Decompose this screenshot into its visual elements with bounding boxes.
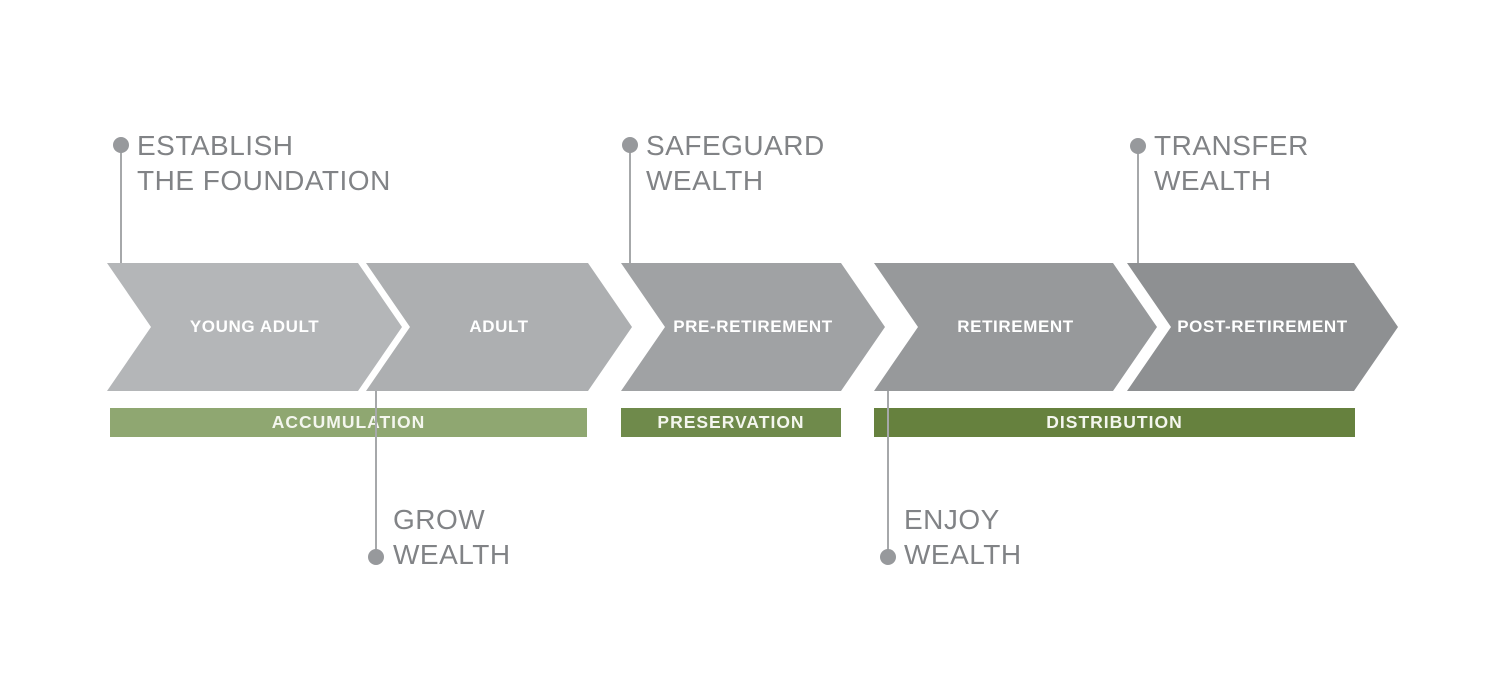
callout-text: ESTABLISH THE FOUNDATION xyxy=(137,128,391,198)
phase-bar-distribution: DISTRIBUTION xyxy=(874,408,1355,437)
callout-text: SAFEGUARD WEALTH xyxy=(646,128,825,198)
callout-text-line2: WEALTH xyxy=(646,165,764,196)
phase-label: ACCUMULATION xyxy=(271,412,426,432)
callout-text: ENJOY WEALTH xyxy=(904,502,1022,572)
callout-text-line1: ENJOY xyxy=(904,504,1000,535)
callout-text-line2: WEALTH xyxy=(1154,165,1272,196)
callout-text-line2: THE FOUNDATION xyxy=(137,165,391,196)
stage-label: POST-RETIREMENT xyxy=(1177,317,1348,336)
callout-dot-icon xyxy=(368,549,384,565)
callout-text-line1: GROW xyxy=(393,504,486,535)
callout-dot-icon xyxy=(622,137,638,153)
callout-leader-line xyxy=(629,145,631,263)
callout-text-line1: ESTABLISH xyxy=(137,130,294,161)
stage-chevron-pre-retirement: PRE-RETIREMENT xyxy=(621,263,885,391)
phase-bar-preservation: PRESERVATION xyxy=(621,408,841,437)
callout-text-line1: SAFEGUARD xyxy=(646,130,825,161)
callout-dot-icon xyxy=(1130,138,1146,154)
callout-text: TRANSFER WEALTH xyxy=(1154,128,1309,198)
phase-bar-accumulation: ACCUMULATION xyxy=(110,408,587,437)
stage-chevron-young-adult: YOUNG ADULT xyxy=(107,263,402,391)
stage-label: ADULT xyxy=(469,317,529,336)
callout-text-line1: TRANSFER xyxy=(1154,130,1309,161)
stage-label: RETIREMENT xyxy=(957,317,1074,336)
stage-label: YOUNG ADULT xyxy=(189,317,320,336)
phase-label: DISTRIBUTION xyxy=(1046,412,1183,432)
stage-chevron-post-retirement: POST-RETIREMENT xyxy=(1127,263,1398,391)
callout-text: GROW WEALTH xyxy=(393,502,511,572)
callout-dot-icon xyxy=(880,549,896,565)
callout-dot-icon xyxy=(113,137,129,153)
callout-leader-line xyxy=(375,391,377,557)
callout-text-line2: WEALTH xyxy=(904,539,1022,570)
callout-leader-line xyxy=(887,391,889,557)
callout-text-line2: WEALTH xyxy=(393,539,511,570)
phase-label: PRESERVATION xyxy=(657,412,805,432)
stage-chevron-retirement: RETIREMENT xyxy=(874,263,1157,391)
callout-leader-line xyxy=(1137,146,1139,263)
stage-chevron-adult: ADULT xyxy=(366,263,632,391)
stage-label: PRE-RETIREMENT xyxy=(673,317,833,336)
callout-leader-line xyxy=(120,145,122,263)
